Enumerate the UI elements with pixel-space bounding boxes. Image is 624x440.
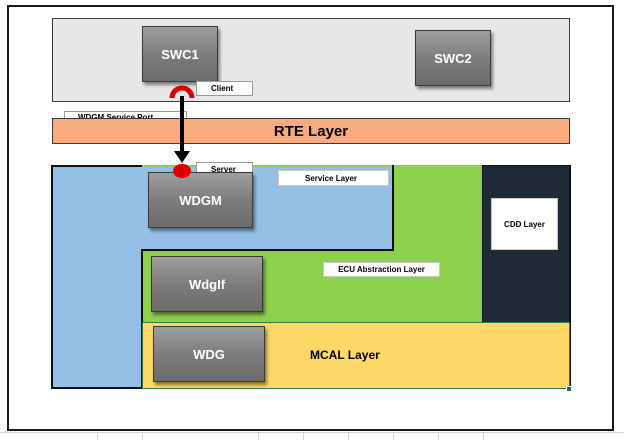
layer-divider [142,249,394,251]
sheet-gridline [142,432,143,440]
swc1-component[interactable]: SWC1 [142,26,218,82]
wdg-module[interactable]: WDG [153,326,265,382]
sheet-gridline [348,432,349,440]
sheet-gridline [0,432,624,433]
selection-handle[interactable] [566,386,572,392]
sheet-gridline [303,432,304,440]
client-label: Client [196,81,253,96]
sheet-gridline [483,432,484,440]
swc2-component[interactable]: SWC2 [415,30,491,86]
sheet-gridline [258,432,259,440]
application-layer[interactable] [52,18,570,102]
mcal-layer-label: MCAL Layer [310,348,380,362]
layer-divider [141,249,143,389]
ecu-abstraction-layer-label: ECU Abstraction Layer [323,262,440,277]
service-layer-label: Service Layer [278,170,389,186]
cdd-layer-label: CDD Layer [491,198,558,250]
wdgif-module[interactable]: WdgIf [151,256,263,312]
layer-divider [392,165,394,251]
rte-layer[interactable]: RTE Layer [52,118,570,144]
sheet-gridline [97,432,98,440]
sheet-gridline [393,432,394,440]
wdgm-module[interactable]: WDGM [148,172,253,228]
sheet-gridline [438,432,439,440]
